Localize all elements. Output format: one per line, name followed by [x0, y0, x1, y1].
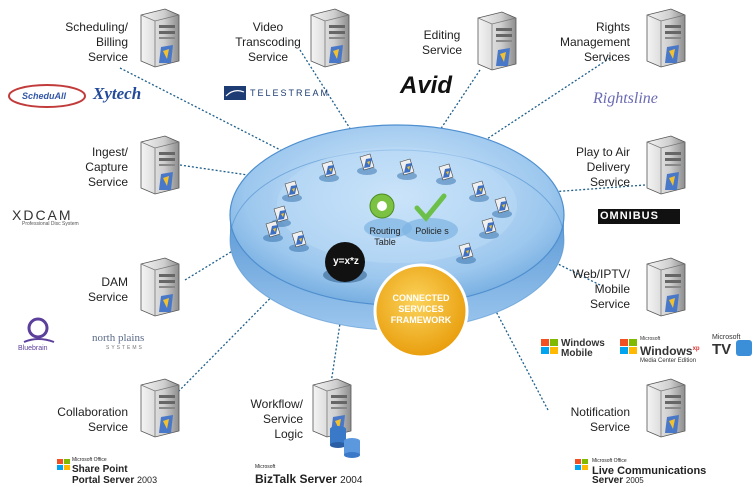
north-plains-logo: north plains — [92, 332, 145, 344]
lcs-year: 2005 — [625, 476, 644, 485]
rightsline-logo: Rightsline — [593, 90, 658, 107]
lcs-office: Microsoft Office — [592, 458, 627, 464]
blue-order-logo: Bluebrain — [18, 345, 48, 352]
label-play-to-air: Play to Air Delivery Service — [575, 145, 630, 189]
database-icon — [330, 426, 360, 458]
north-plains-subtitle: SYSTEMS — [106, 345, 144, 351]
telestream-logo-mark — [224, 86, 246, 100]
sharepoint-year: 2003 — [137, 475, 158, 485]
label-scheduling-service: Scheduling/ Billing Service — [65, 20, 128, 64]
xdcam-subtitle: Professional Disc System — [22, 221, 79, 227]
xdcam-logo: XDCAM — [12, 207, 73, 223]
windows-xp-flag-icon — [620, 339, 637, 354]
label-collaboration: Collaboration Service — [57, 405, 128, 434]
label-web-iptv-mobile: Web/IPTV/ Mobile Service — [572, 267, 630, 311]
lcs-name2: Server — [592, 475, 624, 486]
sharepoint-logo: Microsoft Office Share Point Portal Serv… — [72, 455, 157, 486]
windows-mobile-flag-icon — [541, 339, 558, 354]
omnibus-logo: OMNIBUS — [600, 210, 659, 222]
office-icon-sharepoint — [57, 459, 70, 470]
windows-mobile-logo: Windows Mobile — [561, 339, 605, 359]
windows-mobile-word2: Mobile — [561, 348, 593, 359]
routing-gear-icon — [364, 193, 412, 238]
ms-tv-logo: Microsoft TV — [712, 332, 741, 358]
windows-xp-word: Windows — [640, 344, 693, 358]
windows-xp-mce: Media Center Edition — [640, 358, 697, 364]
framework-badge-label: CONNECTED SERVICES FRAMEWORK — [390, 293, 452, 325]
ms-tv-icon — [736, 340, 752, 356]
omnibus-logo-bg — [598, 209, 680, 224]
label-notification: Notification Service — [570, 405, 630, 434]
biztalk-logo: Microsoft BizTalk Server 2004 — [255, 461, 362, 487]
ms-tv-word: TV — [712, 341, 732, 358]
formula-puck — [323, 242, 367, 283]
live-communications-logo: Microsoft Office Live Communications Ser… — [592, 456, 706, 486]
routing-table-label: Routing Table — [369, 226, 401, 247]
label-editing-service: Editing Service — [421, 28, 462, 57]
policies-check-icon — [402, 193, 458, 242]
sharepoint-name2: Portal Server — [72, 475, 135, 486]
schedall-logo-mark — [8, 84, 86, 108]
policies-label: Policie s — [415, 226, 449, 236]
windows-xp-ms: Microsoft — [640, 336, 661, 342]
biztalk-ms: Microsoft — [255, 464, 276, 470]
biztalk-name: BizTalk Server — [255, 472, 337, 486]
biztalk-year: 2004 — [340, 475, 363, 486]
formula-label: y=x*z — [333, 256, 359, 267]
label-workflow-logic: Workflow/ Service Logic — [250, 397, 303, 441]
windows-xp-mce-logo: Microsoft Windowsxp Media Center Edition — [640, 334, 700, 366]
blue-order-logo-mark — [23, 317, 55, 343]
telestream-logo: TELESTREAM — [250, 88, 331, 98]
framework-badge — [373, 263, 469, 359]
label-video-transcoding: Video Transcoding Service — [235, 20, 301, 64]
xytech-logo: Xytech — [93, 84, 142, 103]
office-icon-lcs — [575, 459, 588, 470]
ms-tv-ms: Microsoft — [712, 334, 741, 341]
label-ingest-capture: Ingest/ Capture Service — [85, 145, 128, 189]
lcs-name1: Live Communications — [592, 465, 707, 477]
sharepoint-office: Microsoft Office — [72, 457, 107, 463]
avid-logo: Avid — [400, 72, 453, 99]
label-rights-management: Rights Management Services — [559, 20, 630, 64]
label-dam-service: DAM Service — [87, 275, 128, 304]
windows-mobile-word1: Windows — [561, 338, 605, 349]
schedall-logo: ScheduAll — [22, 91, 67, 101]
sharepoint-name1: Share Point — [72, 464, 128, 475]
windows-xp-xp: xp — [692, 346, 700, 352]
